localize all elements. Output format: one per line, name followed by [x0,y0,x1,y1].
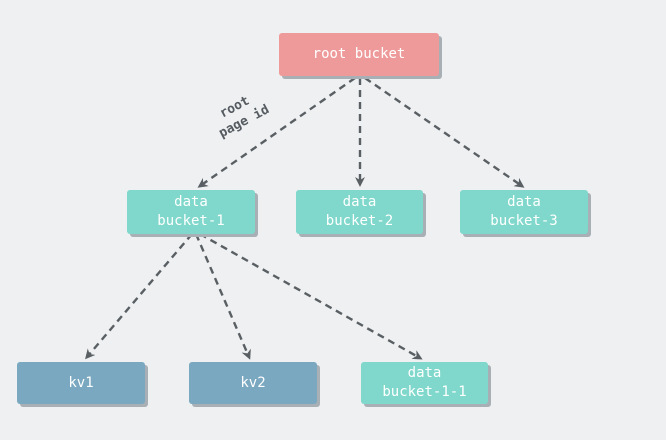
data-bucket-1-1-line2: bucket-1-1 [382,384,467,400]
data-bucket-2-node: data bucket-2 [296,190,423,234]
data-bucket-1-node: data bucket-1 [127,190,255,234]
data-bucket-1-line2: bucket-1 [157,213,225,229]
kv2-label: kv2 [240,374,266,391]
root-bucket-label: root bucket [312,46,406,62]
root-bucket-node: root bucket [279,33,439,76]
data-bucket-1-1-node: data bucket-1-1 [361,362,488,404]
edge-root-to-bucket-1 [197,77,356,188]
edge-bucket-1-to-bucket-1-1 [199,232,423,360]
kv2-node: kv2 [189,362,317,404]
data-bucket-3-node: data bucket-3 [460,190,588,234]
data-bucket-1-1-line1: data [407,365,442,381]
data-bucket-3-line1: data [507,194,541,210]
edge-bucket-1-to-kv2 [194,233,251,360]
edge-bucket-1-to-kv1 [85,233,193,360]
data-bucket-1-line1: data [174,194,208,210]
kv1-label: kv1 [68,374,94,391]
data-bucket-3-line2: bucket-3 [490,213,558,229]
data-bucket-2-line2: bucket-2 [325,213,394,229]
data-bucket-2-line1: data [342,194,377,210]
edge-root-to-bucket-3 [364,77,525,188]
kv1-node: kv1 [17,362,145,404]
